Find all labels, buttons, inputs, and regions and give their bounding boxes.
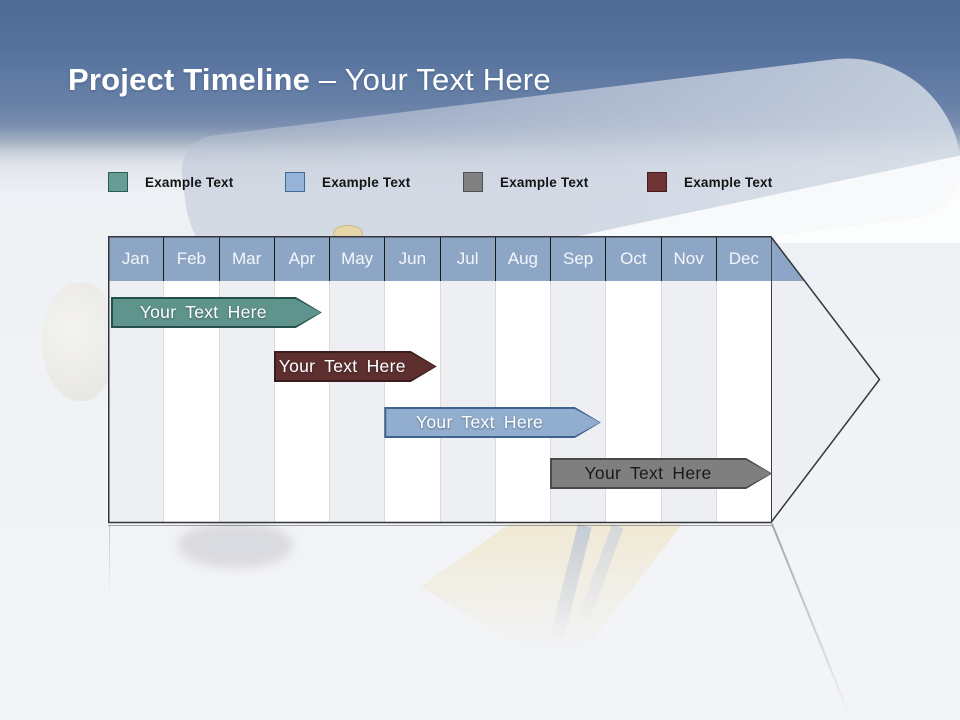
month-header-apr[interactable]: Apr — [273, 236, 329, 281]
legend-item[interactable]: Example Text — [463, 168, 588, 196]
timeline-bar-1[interactable]: Your Text Here — [111, 297, 322, 328]
timeline-bar-2[interactable]: Your Text Here — [274, 351, 437, 382]
month-header-jun[interactable]: Jun — [384, 236, 440, 281]
month-column-aug — [494, 281, 550, 523]
month-header-dec[interactable]: Dec — [715, 236, 771, 281]
month-column-jun — [384, 281, 440, 523]
legend-label: Example Text — [684, 174, 773, 190]
month-header-sep[interactable]: Sep — [550, 236, 606, 281]
legend-label: Example Text — [322, 174, 411, 190]
slide-title[interactable]: Project Timeline – Your Text Here — [68, 62, 551, 98]
december-end-divider — [771, 236, 772, 523]
legend-swatch-icon — [647, 172, 667, 192]
blob-reflection — [178, 522, 293, 568]
legend-item[interactable]: Example Text — [285, 168, 410, 196]
arrow-edge-reflection — [771, 523, 852, 719]
legend-swatch-icon — [108, 172, 128, 192]
month-header-jul[interactable]: Jul — [439, 236, 495, 281]
timeline-bar-4[interactable]: Your Text Here — [550, 458, 772, 489]
legend-item[interactable]: Example Text — [647, 168, 772, 196]
timeline-left-reflection — [109, 526, 110, 596]
slide-title-main: Project Timeline — [68, 62, 311, 97]
legend-swatch-icon — [463, 172, 483, 192]
month-header-mar[interactable]: Mar — [218, 236, 274, 281]
timeline-bar-label: Your Text Here — [584, 463, 712, 483]
timeline-bar-label: Your Text Here — [416, 412, 544, 432]
legend-label: Example Text — [145, 174, 234, 190]
legend-item[interactable]: Example Text — [108, 168, 233, 196]
timeline-bar-label: Your Text Here — [139, 302, 267, 322]
month-column-jul — [439, 281, 495, 523]
slide-title-suffix: – Your Text Here — [310, 62, 551, 97]
month-column-may — [329, 281, 385, 523]
pages-reflection — [420, 524, 682, 674]
month-header-oct[interactable]: Oct — [605, 236, 661, 281]
timeline-bar-3[interactable]: Your Text Here — [384, 407, 601, 438]
timeline-bottom-reflection — [108, 525, 772, 526]
month-header-jan[interactable]: Jan — [108, 236, 164, 281]
month-header-feb[interactable]: Feb — [163, 236, 219, 281]
legend-swatch-icon — [285, 172, 305, 192]
month-header-nov[interactable]: Nov — [660, 236, 716, 281]
month-header-aug[interactable]: Aug — [494, 236, 550, 281]
legend-label: Example Text — [500, 174, 589, 190]
timeline-bar-label: Your Text Here — [278, 356, 406, 376]
month-header-may[interactable]: May — [329, 236, 385, 281]
diploma-roll-graphic — [42, 283, 114, 401]
